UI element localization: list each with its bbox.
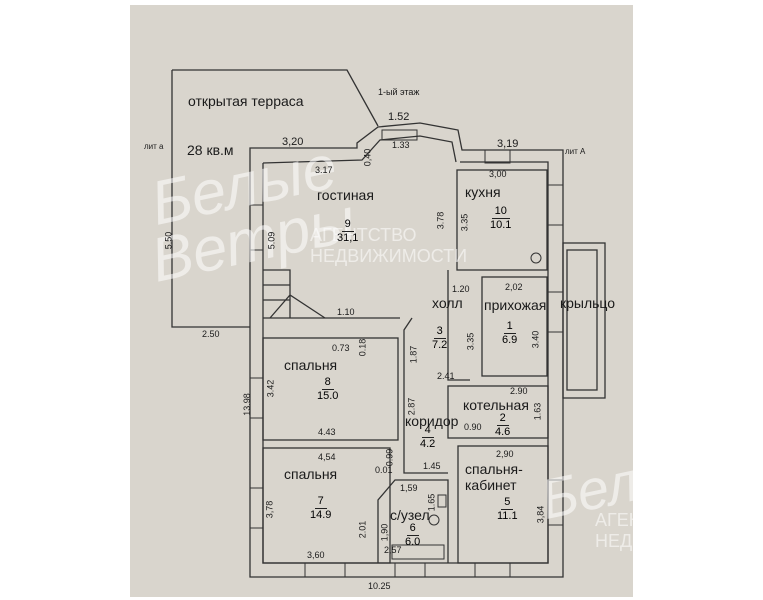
dim: 5.50 bbox=[163, 231, 174, 250]
dim: 2.87 bbox=[406, 397, 417, 416]
fixtures bbox=[391, 252, 542, 560]
outer-wall bbox=[249, 122, 564, 578]
dim: 2,57 bbox=[384, 545, 402, 555]
lit-a-lower: лит а bbox=[144, 142, 164, 151]
dim: 3.35 bbox=[465, 332, 476, 351]
bay-inner bbox=[262, 135, 457, 164]
dim: 1.45 bbox=[423, 461, 441, 471]
dim: 0.73 bbox=[332, 343, 350, 353]
dim: 3,19 bbox=[497, 138, 519, 150]
dim: 3.78 bbox=[435, 211, 446, 230]
room-bedroom-7: спальня bbox=[284, 466, 338, 482]
hall-walls bbox=[263, 270, 470, 381]
dim: 3,78 bbox=[264, 500, 275, 519]
dim: 1.10 bbox=[337, 307, 355, 317]
room-entrance: прихожая bbox=[484, 297, 547, 313]
dim: 1,59 bbox=[400, 483, 418, 493]
room-boiler: котельная bbox=[463, 397, 529, 413]
dim: 0,40 bbox=[362, 148, 373, 167]
dim: 0.18 bbox=[357, 338, 368, 357]
dim: 10.25 bbox=[368, 581, 391, 591]
dim: 4,54 bbox=[318, 452, 336, 462]
dim: 3,20 bbox=[282, 136, 304, 148]
dim: 3,60 bbox=[307, 550, 325, 560]
dim: 2,90 bbox=[496, 449, 514, 459]
kitchen-walls bbox=[456, 169, 548, 271]
room-kitchen: кухня bbox=[465, 184, 501, 200]
terrace-area: 28 кв.м bbox=[187, 142, 234, 158]
entrance-walls bbox=[481, 276, 548, 377]
room-study-2: кабинет bbox=[465, 477, 517, 493]
corridor-walls bbox=[403, 317, 448, 474]
dim: 4.43 bbox=[318, 427, 336, 437]
dim: 1.52 bbox=[388, 111, 410, 123]
porch-outer bbox=[562, 242, 606, 399]
room-living: гостиная bbox=[317, 187, 374, 203]
dim: 5.09 bbox=[266, 231, 277, 250]
dim: 3,00 bbox=[489, 169, 507, 179]
porch-inner bbox=[566, 249, 598, 391]
lit-a-upper: лит А bbox=[565, 147, 586, 156]
dim: 0.01 bbox=[375, 465, 393, 475]
room-wc: с/узел bbox=[390, 507, 430, 523]
stairs bbox=[263, 269, 326, 319]
dim: 1.65 bbox=[426, 493, 437, 512]
room-bedroom-8: спальня bbox=[284, 357, 338, 373]
terrace-label: открытая терраса bbox=[188, 93, 304, 109]
boiler-walls bbox=[447, 385, 549, 439]
room-porch: крыльцо bbox=[560, 295, 616, 311]
terrace-outline bbox=[171, 69, 379, 328]
dim: 3.42 bbox=[265, 379, 276, 398]
windows bbox=[249, 129, 564, 578]
dim: 1.20 bbox=[452, 284, 470, 294]
dim: 2.50 bbox=[202, 329, 220, 339]
dim: 3.35 bbox=[459, 213, 470, 232]
dim: 2.01 bbox=[357, 520, 368, 539]
dim: 0.90 bbox=[464, 422, 482, 432]
room-study: спальня- bbox=[465, 461, 523, 477]
floor-title: 1-ый этаж bbox=[378, 87, 420, 97]
plan-paper bbox=[130, 5, 633, 597]
dim: 2.90 bbox=[510, 386, 528, 396]
dim: 1.87 bbox=[408, 345, 419, 364]
room-hall: холл bbox=[432, 295, 463, 311]
room-corridor: коридор bbox=[405, 413, 459, 429]
dim: 2.41 bbox=[437, 371, 455, 381]
wc-walls bbox=[377, 479, 449, 563]
dim: 1.33 bbox=[392, 140, 410, 150]
dim: 1.63 bbox=[532, 402, 543, 421]
dim: 2,02 bbox=[505, 282, 523, 292]
dim: 3.17 bbox=[315, 165, 333, 175]
dim: 13.98 bbox=[241, 393, 252, 416]
dim: 3,84 bbox=[535, 505, 546, 524]
dim: 3.40 bbox=[530, 330, 541, 349]
dim: 1,90 bbox=[379, 523, 390, 542]
dim: 0.99 bbox=[384, 448, 395, 467]
